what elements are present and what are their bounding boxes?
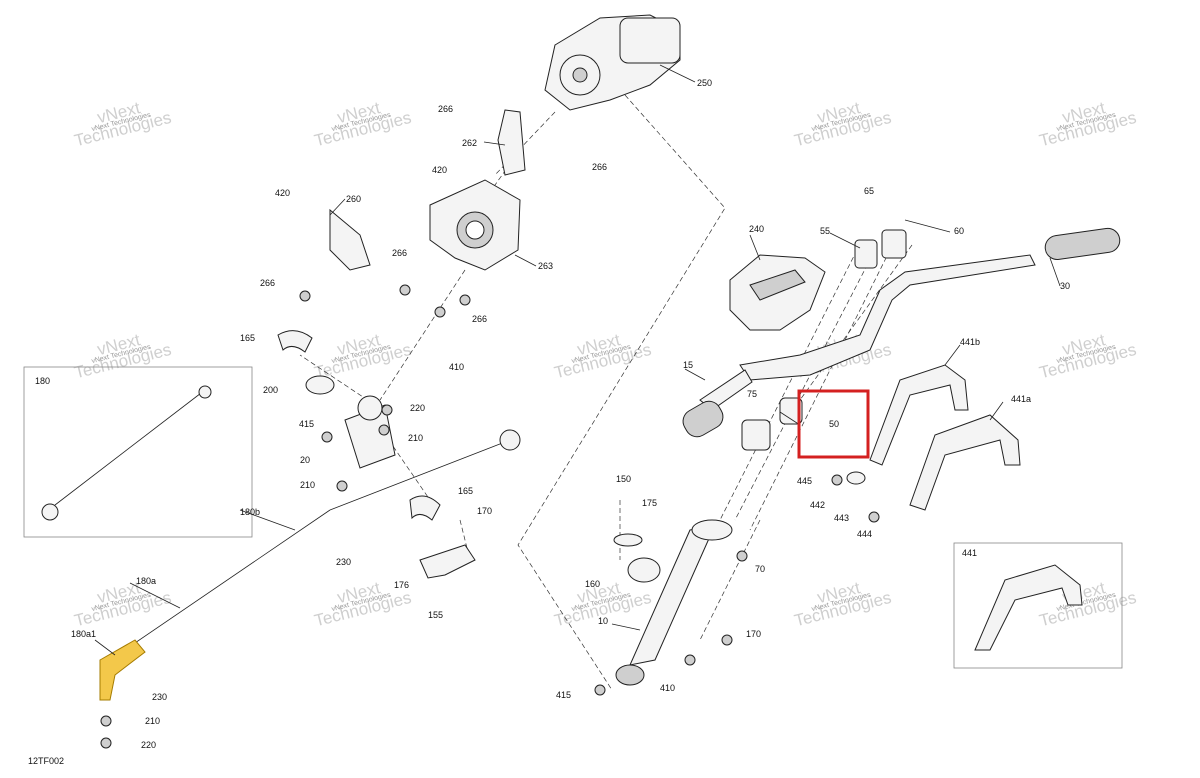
label-180: 180 [35, 376, 50, 386]
label-266: 266 [592, 162, 607, 172]
handlebar-pad [729, 254, 826, 331]
label-150: 150 [616, 474, 631, 484]
label-210: 210 [145, 716, 160, 726]
label-10: 10 [598, 616, 608, 626]
label-30: 30 [1060, 281, 1070, 291]
label-415: 415 [299, 419, 314, 429]
label-266: 266 [472, 314, 487, 324]
label-442: 442 [810, 500, 825, 510]
label-165: 165 [240, 333, 255, 343]
label-20: 20 [300, 455, 310, 465]
inset-box-441 [953, 542, 1123, 669]
label-250: 250 [697, 78, 712, 88]
label-420: 420 [432, 165, 447, 175]
diagram-code: 12TF002 [28, 756, 64, 766]
label-155: 155 [428, 610, 443, 620]
label-420: 420 [275, 188, 290, 198]
label-445: 445 [797, 476, 812, 486]
handlebar [682, 227, 1121, 438]
label-70: 70 [755, 564, 765, 574]
part-labels: 250 266 262 266 420 420 260 263 266 266 … [28, 78, 1070, 766]
label-210: 210 [300, 480, 315, 490]
label-266: 266 [260, 278, 275, 288]
label-170: 170 [746, 629, 761, 639]
label-262: 262 [462, 138, 477, 148]
fasteners [100, 284, 880, 749]
handlebar-guards [869, 364, 1083, 651]
label-55: 55 [820, 226, 830, 236]
label-176: 176 [394, 580, 409, 590]
label-444: 444 [857, 529, 872, 539]
label-266: 266 [392, 248, 407, 258]
label-441b: 441b [960, 337, 980, 347]
steering-column [615, 519, 733, 686]
label-175: 175 [642, 498, 657, 508]
label-220: 220 [141, 740, 156, 750]
inset-box-180 [23, 366, 253, 538]
label-415: 415 [556, 690, 571, 700]
label-50: 50 [829, 419, 839, 429]
label-220: 220 [410, 403, 425, 413]
label-60: 60 [954, 226, 964, 236]
label-263: 263 [538, 261, 553, 271]
label-65: 65 [864, 186, 874, 196]
label-240: 240 [749, 224, 764, 234]
tie-rods [99, 429, 521, 701]
label-200: 200 [263, 385, 278, 395]
power-steering-motor [544, 14, 681, 111]
label-165: 165 [458, 486, 473, 496]
label-230: 230 [152, 692, 167, 702]
label-210: 210 [408, 433, 423, 443]
label-441: 441 [962, 548, 977, 558]
label-443: 443 [834, 513, 849, 523]
pitman-arm [277, 330, 643, 579]
mounting-brackets [329, 109, 526, 271]
label-15: 15 [683, 360, 693, 370]
label-180a1: 180a1 [71, 629, 96, 639]
label-180b: 180b [240, 507, 260, 517]
leader-lines [94, 64, 1061, 656]
label-266: 266 [438, 104, 453, 114]
label-441a: 441a [1011, 394, 1031, 404]
label-230: 230 [336, 557, 351, 567]
highlight-box [797, 389, 870, 459]
label-75: 75 [747, 389, 757, 399]
handlebar-clamps [741, 229, 907, 451]
label-410: 410 [449, 362, 464, 372]
label-160: 160 [585, 579, 600, 589]
label-410: 410 [660, 683, 675, 693]
label-170: 170 [477, 506, 492, 516]
label-180a: 180a [136, 576, 156, 586]
label-260: 260 [346, 194, 361, 204]
tie-rod-inset [41, 385, 212, 521]
